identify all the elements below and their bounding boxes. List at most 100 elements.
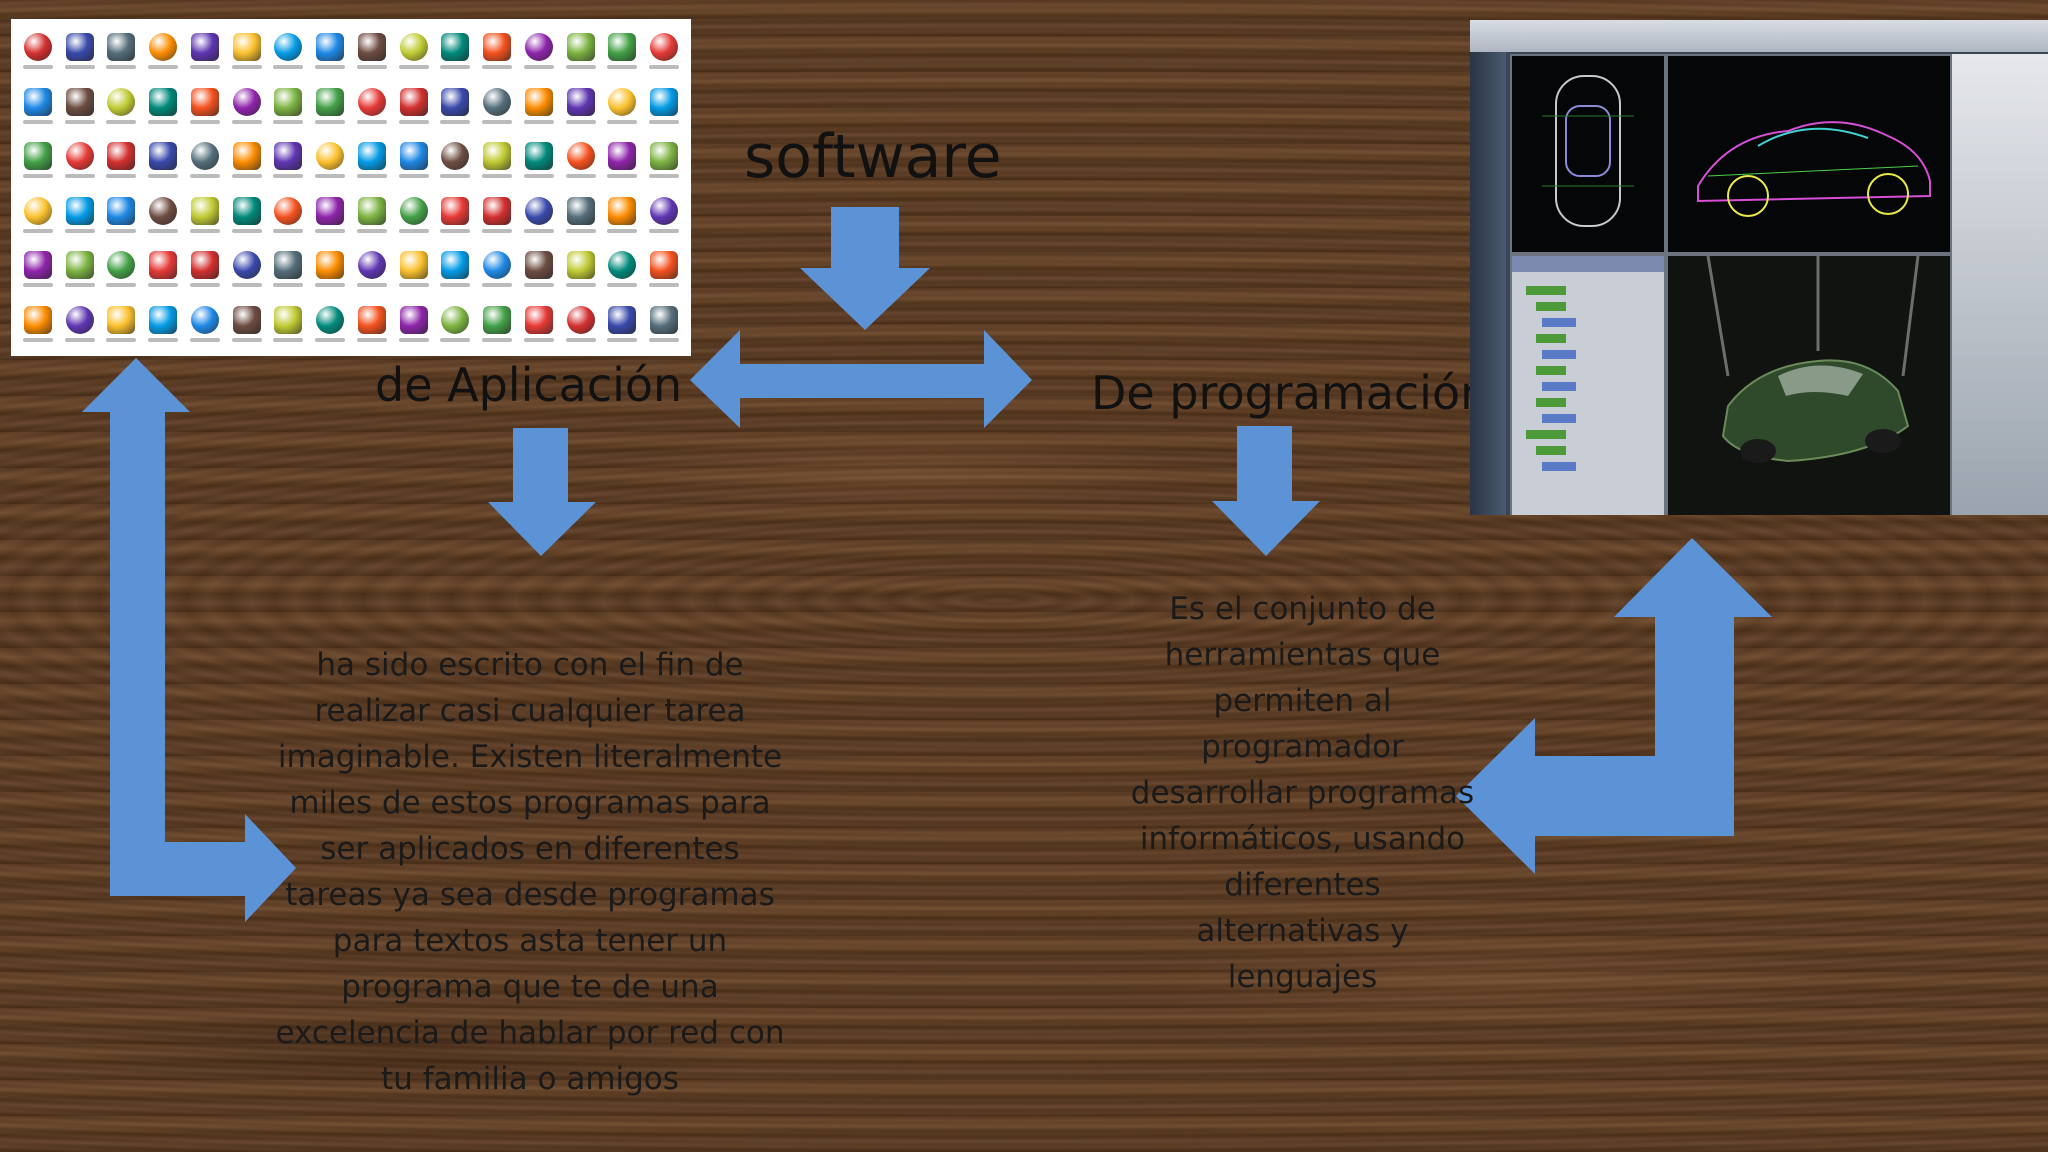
programming-ide-image — [1470, 20, 2048, 515]
app-icon — [395, 134, 433, 187]
app-icon — [311, 25, 349, 78]
app-icon — [645, 298, 683, 351]
diagram-title: software — [744, 122, 1002, 192]
app-icon — [645, 25, 683, 78]
app-icon — [311, 134, 349, 187]
app-icon — [353, 134, 391, 187]
application-software-description: ha sido escrito con el fin de realizar c… — [270, 642, 790, 1102]
app-icon — [61, 25, 99, 78]
app-icon — [19, 80, 57, 133]
app-icon — [437, 25, 475, 78]
app-icon — [395, 80, 433, 133]
app-icon — [144, 25, 182, 78]
car-render — [1668, 256, 1950, 515]
ide-sidebar — [1470, 52, 1506, 515]
app-icon — [478, 298, 516, 351]
app-icon — [228, 80, 266, 133]
app-icon — [270, 298, 308, 351]
app-icon — [19, 189, 57, 242]
app-icon — [520, 80, 558, 133]
app-icon — [562, 25, 600, 78]
app-icon — [562, 243, 600, 296]
application-icons-image — [11, 19, 691, 356]
app-icon — [270, 189, 308, 242]
app-icon — [186, 243, 224, 296]
right-bent-arrow — [1456, 538, 1772, 874]
app-icon — [270, 134, 308, 187]
app-icon — [228, 189, 266, 242]
app-icon — [604, 134, 642, 187]
app-icon — [520, 134, 558, 187]
app-icon — [395, 25, 433, 78]
app-icon — [270, 243, 308, 296]
app-icon — [478, 80, 516, 133]
app-icon — [311, 189, 349, 242]
app-icon — [395, 298, 433, 351]
car-perspective-wireframe — [1668, 56, 1950, 252]
app-icon — [437, 243, 475, 296]
ide-properties-panel — [1952, 54, 2048, 515]
app-icon — [61, 80, 99, 133]
app-icon — [270, 80, 308, 133]
app-icon — [437, 189, 475, 242]
app-icon — [186, 189, 224, 242]
app-icon — [103, 80, 141, 133]
app-icon — [186, 134, 224, 187]
app-icon — [562, 80, 600, 133]
app-icon — [19, 243, 57, 296]
app-icon — [353, 243, 391, 296]
app-icon — [19, 25, 57, 78]
app-icon — [353, 189, 391, 242]
app-icon — [19, 298, 57, 351]
ide-scene-tree-panel — [1510, 254, 1666, 515]
app-icon — [353, 298, 391, 351]
app-icon — [478, 189, 516, 242]
app-icon — [228, 134, 266, 187]
app-icon — [186, 298, 224, 351]
app-icon — [437, 134, 475, 187]
app-icon — [478, 134, 516, 187]
ide-top-viewport — [1510, 54, 1666, 254]
app-icon — [353, 25, 391, 78]
app-icon — [645, 189, 683, 242]
app-icon — [604, 189, 642, 242]
app-icon — [311, 80, 349, 133]
app-icon — [61, 298, 99, 351]
app-icon — [228, 243, 266, 296]
app-icon — [103, 189, 141, 242]
title-down-arrow — [800, 207, 930, 330]
application-software-label: de Aplicación — [375, 358, 682, 412]
app-icon — [437, 298, 475, 351]
app-icon — [270, 25, 308, 78]
right-down-arrow — [1212, 426, 1320, 556]
app-icon — [144, 243, 182, 296]
app-icon — [478, 243, 516, 296]
ide-toolbar — [1470, 20, 2048, 52]
app-icon — [520, 189, 558, 242]
app-icon — [186, 80, 224, 133]
app-icon — [562, 298, 600, 351]
app-icon — [61, 134, 99, 187]
programming-software-label: De programación — [1091, 366, 1489, 420]
app-icon — [61, 189, 99, 242]
app-icon — [645, 134, 683, 187]
app-icon — [61, 243, 99, 296]
left-down-arrow — [488, 428, 596, 556]
app-icon — [562, 134, 600, 187]
tree-header — [1512, 256, 1664, 272]
app-icon — [103, 298, 141, 351]
app-icon — [103, 243, 141, 296]
app-icon — [144, 80, 182, 133]
app-icon — [520, 243, 558, 296]
app-icon — [311, 243, 349, 296]
app-icon — [604, 298, 642, 351]
app-icon — [144, 134, 182, 187]
app-icon — [645, 243, 683, 296]
app-icon — [645, 80, 683, 133]
app-icon — [144, 189, 182, 242]
ide-perspective-viewport — [1666, 54, 1952, 254]
programming-software-description: Es el conjunto de herramientas que permi… — [1130, 586, 1475, 1000]
app-icon — [228, 25, 266, 78]
app-icon — [103, 25, 141, 78]
app-icon — [353, 80, 391, 133]
